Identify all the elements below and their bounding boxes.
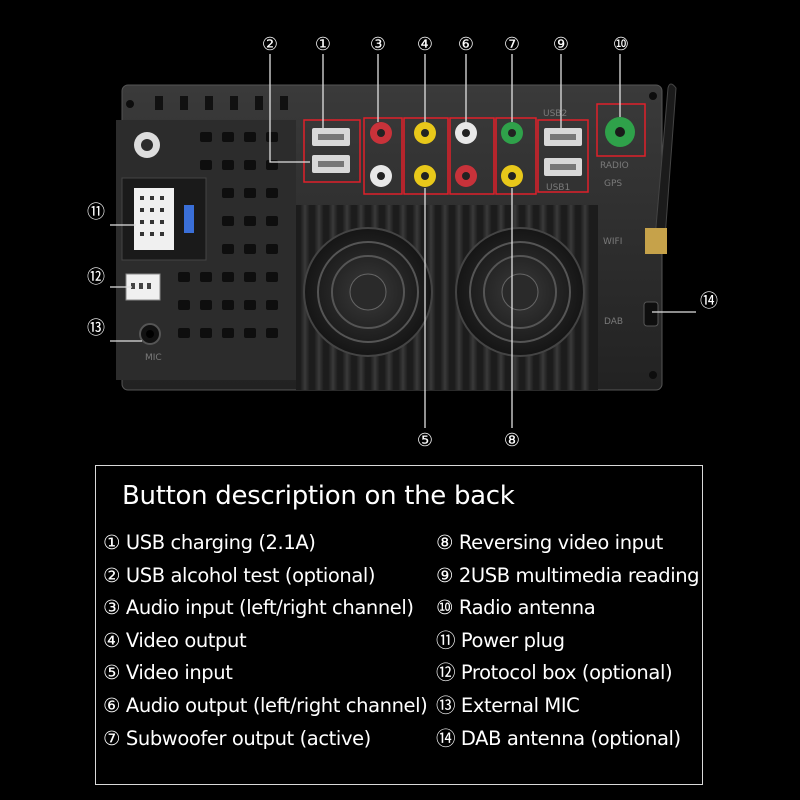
wifi-antenna <box>645 83 677 254</box>
callout-6: ⑥ <box>458 34 474 55</box>
description-list-right: ⑧ Reversing video input ⑨ 2USB multimedi… <box>436 527 700 755</box>
description-item: ⑨ 2USB multimedia reading <box>436 563 700 587</box>
description-item: ④ Video output <box>103 628 247 652</box>
mic-jack: MIC <box>139 323 162 363</box>
description-title: Button description on the back <box>122 481 515 511</box>
description-box <box>95 465 703 785</box>
callout-13: ⑬ <box>87 318 105 339</box>
callout-11: ⑪ <box>87 202 105 223</box>
description-item: ⑦ Subwoofer output (active) <box>103 726 371 750</box>
description-item: ⑭ DAB antenna (optional) <box>436 726 681 750</box>
usb2-label: USB2 <box>543 109 567 119</box>
callout-3: ③ <box>370 34 386 55</box>
description-list-left: ① USB charging (2.1A) ② USB alcohol test… <box>103 527 428 755</box>
wifi-label: WIFI <box>603 237 622 247</box>
device-back-panel-illustration: MIC USB2 USB1 <box>87 34 718 451</box>
description-item: ⑥ Audio output (left/right channel) <box>103 693 428 717</box>
description-item: ② USB alcohol test (optional) <box>103 563 376 587</box>
radio-label: RADIO <box>600 161 629 171</box>
callout-7: ⑦ <box>504 34 520 55</box>
callout-9: ⑨ <box>553 34 569 55</box>
description-item: ① USB charging (2.1A) <box>103 531 316 554</box>
cooling-fan-right <box>455 227 585 357</box>
power-plug-connector <box>121 177 207 261</box>
usb1-label: USB1 <box>546 183 570 193</box>
callout-12: ⑫ <box>87 267 105 288</box>
gps-label: GPS <box>604 179 622 189</box>
leader-lines <box>110 54 696 428</box>
callout-10: ⑩ <box>613 34 629 55</box>
description-item: ⑤ Video input <box>103 661 233 685</box>
description-item: ⑧ Reversing video input <box>436 531 663 554</box>
callout-5: ⑤ <box>417 430 433 451</box>
callout-1: ① <box>315 34 331 55</box>
callout-2: ② <box>262 34 278 55</box>
cooling-fan-left <box>303 227 433 357</box>
radio-antenna-port: RADIO GPS WIFI DAB <box>596 103 646 327</box>
dab-port <box>643 301 659 327</box>
description-item: ⑩ Radio antenna <box>436 596 596 620</box>
usb-ports-multimedia: USB2 USB1 <box>537 109 589 193</box>
mic-label: MIC <box>145 353 162 363</box>
description-item: ⑪ Power plug <box>436 628 565 652</box>
usb-ports-left <box>303 119 361 183</box>
description-item: ⑫ Protocol box (optional) <box>436 661 673 685</box>
callout-4: ④ <box>417 34 433 55</box>
rca-connectors <box>363 117 537 195</box>
callout-8: ⑧ <box>504 430 520 451</box>
description-item: ⑬ External MIC <box>436 693 580 717</box>
callout-14: ⑭ <box>700 291 718 312</box>
description-item: ③ Audio input (left/right channel) <box>103 596 414 620</box>
dab-label: DAB <box>604 317 623 327</box>
